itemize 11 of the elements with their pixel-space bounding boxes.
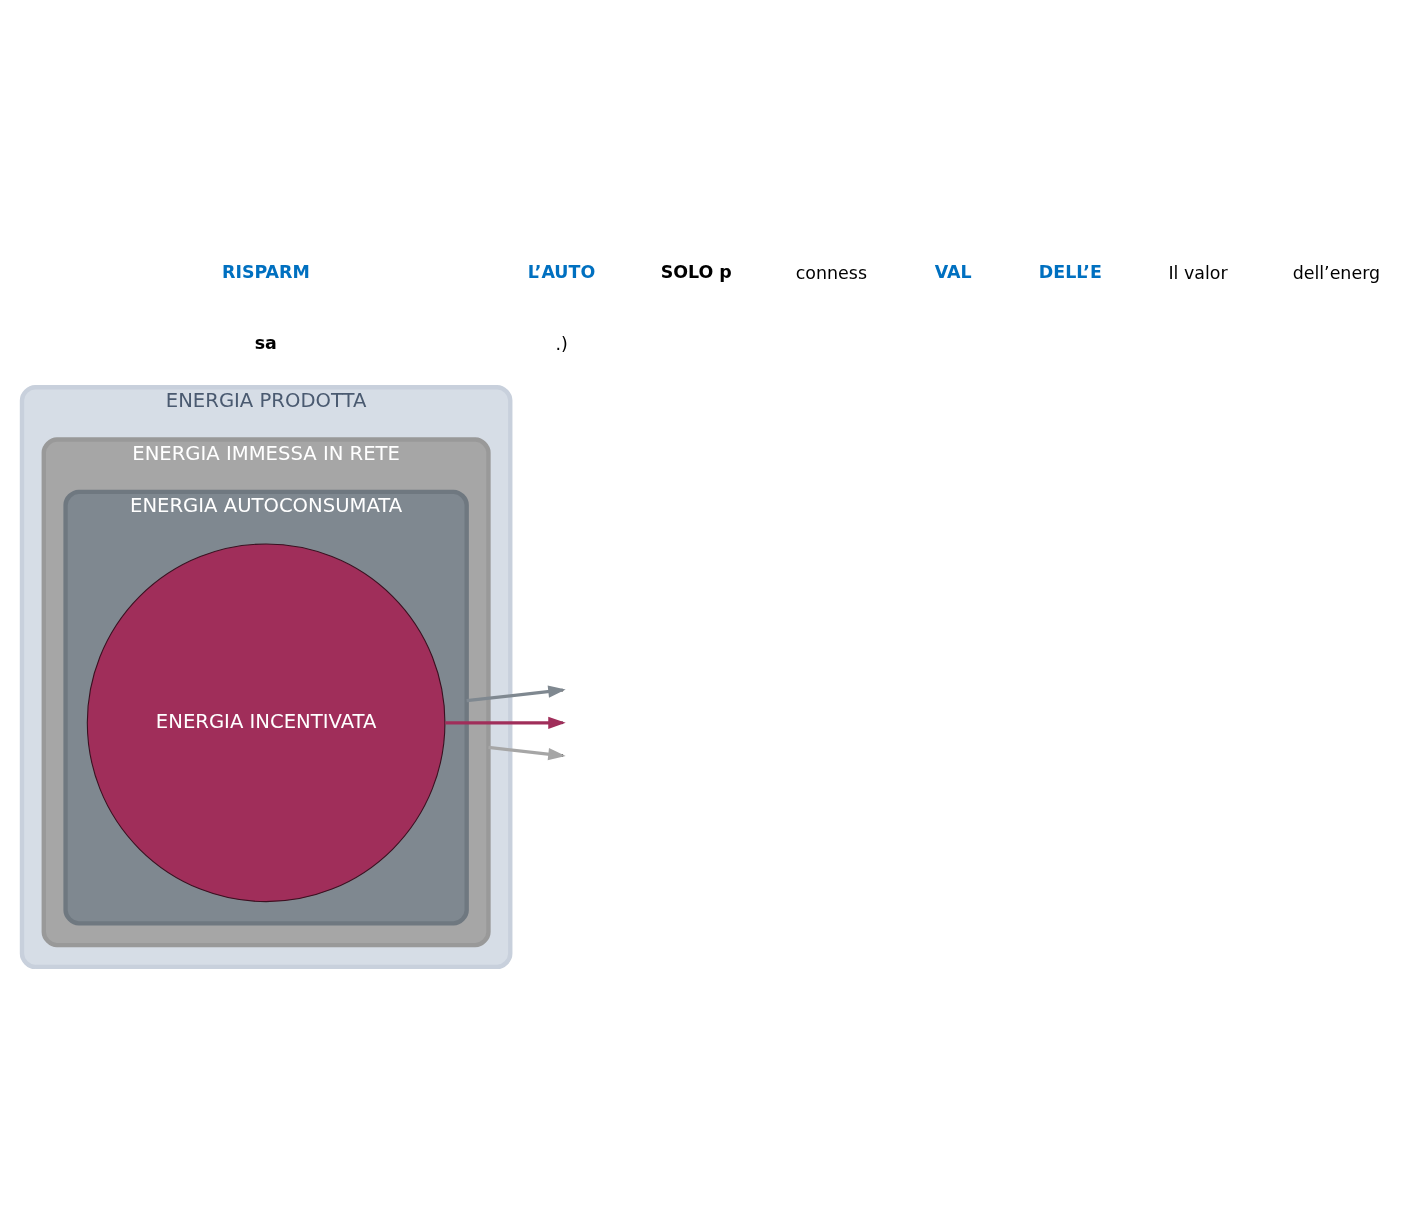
label: dell’energ	[1292, 262, 1381, 283]
label: conness	[795, 262, 867, 283]
label: L’AUTO	[527, 261, 596, 282]
label: SOLO p	[660, 261, 732, 282]
label: .)	[555, 333, 568, 354]
label: VAL	[934, 261, 972, 282]
label: DELL’E	[1038, 261, 1102, 282]
label: sa	[254, 332, 277, 353]
label: RISPARM	[221, 261, 310, 282]
label: Il valor	[1168, 262, 1228, 283]
node-circle: ENERGIA INCENTIVATA	[86, 542, 446, 902]
